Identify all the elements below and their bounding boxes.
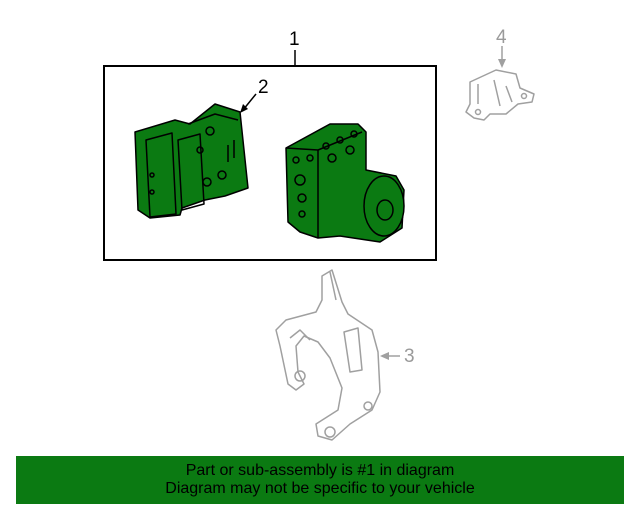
- hydraulic-unit: [285, 123, 405, 243]
- banner-line-1: Part or sub-assembly is #1 in diagram: [185, 462, 455, 479]
- sensor: [465, 69, 535, 121]
- banner-line-2: Diagram may not be specific to your vehi…: [165, 480, 475, 497]
- callout-4-label: 4: [496, 27, 507, 48]
- control-module: [134, 103, 249, 219]
- callout-2-label: 2: [258, 77, 269, 98]
- callout-2-arrowhead: [240, 104, 248, 113]
- callout-3-arrowhead: [380, 352, 389, 360]
- callout-3-label: 3: [404, 346, 415, 367]
- assembly-box: [103, 65, 437, 261]
- mounting-bracket: [275, 269, 381, 441]
- callout-1-label: 1: [289, 29, 300, 50]
- info-banner: Part or sub-assembly is #1 in diagram Di…: [16, 456, 624, 504]
- callout-4-arrowhead: [498, 59, 506, 68]
